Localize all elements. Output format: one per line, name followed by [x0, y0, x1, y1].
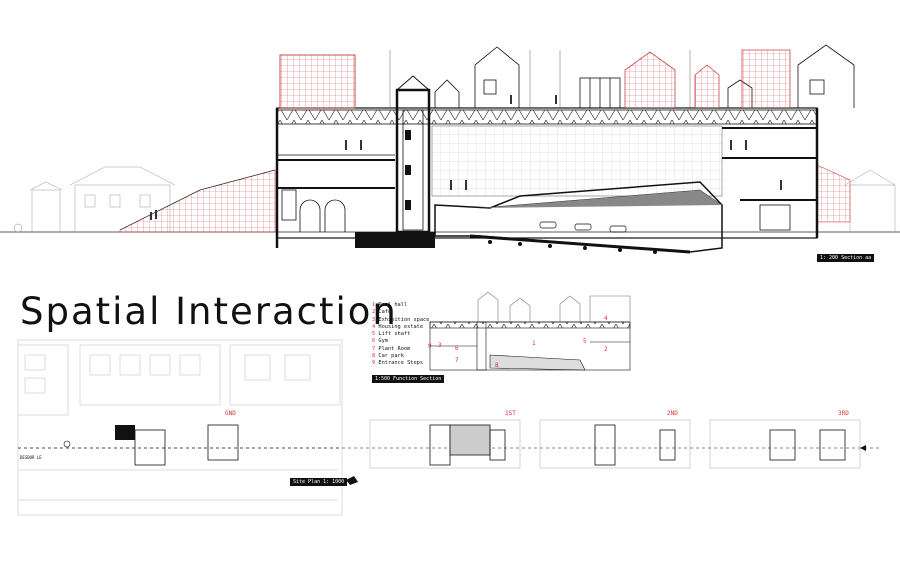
- legend-item: 9 Entrance Steps: [372, 360, 424, 367]
- floor-label-2nd: 2ND: [667, 410, 678, 417]
- function-number: 1: [532, 340, 536, 347]
- legend-item: 5 Lift shaft: [372, 331, 411, 338]
- function-number: 7: [455, 357, 459, 364]
- legend-item: 8 Car park: [372, 353, 404, 360]
- floor-label-3rd: 3RD: [838, 410, 849, 417]
- legend-item: 6 Gym: [372, 338, 388, 345]
- function-number: 8: [495, 362, 499, 369]
- site-plan-floor-label: GND: [225, 410, 236, 417]
- site-plan-label: Site Plan 1: 1000: [290, 478, 348, 486]
- function-number: 2: [604, 346, 608, 353]
- legend-item: 3 Exhibition space: [372, 316, 430, 323]
- legend: 1 Pool hall 2 Cafe 3 Exhibition space 4 …: [372, 302, 429, 368]
- street-label: DESBOR LE: [20, 455, 42, 460]
- legend-item: 7 Plant Room: [372, 345, 411, 352]
- page-title: Spatial Interaction: [20, 290, 398, 333]
- function-number: 6: [455, 345, 459, 352]
- legend-item: 4 Housing estate: [372, 323, 424, 330]
- legend-item: 2 Cafe: [372, 309, 392, 316]
- function-number: 5: [583, 338, 587, 345]
- function-number: 4: [604, 315, 608, 322]
- function-number: 9: [428, 343, 432, 350]
- legend-item: 1 Pool hall: [372, 302, 408, 308]
- floor-label-1st: 1ST: [505, 410, 516, 417]
- section-aa-label: 1: 200 Section aa: [817, 254, 875, 262]
- function-section-label: 1:500 Function Section: [372, 375, 445, 383]
- function-number: 3: [438, 342, 442, 349]
